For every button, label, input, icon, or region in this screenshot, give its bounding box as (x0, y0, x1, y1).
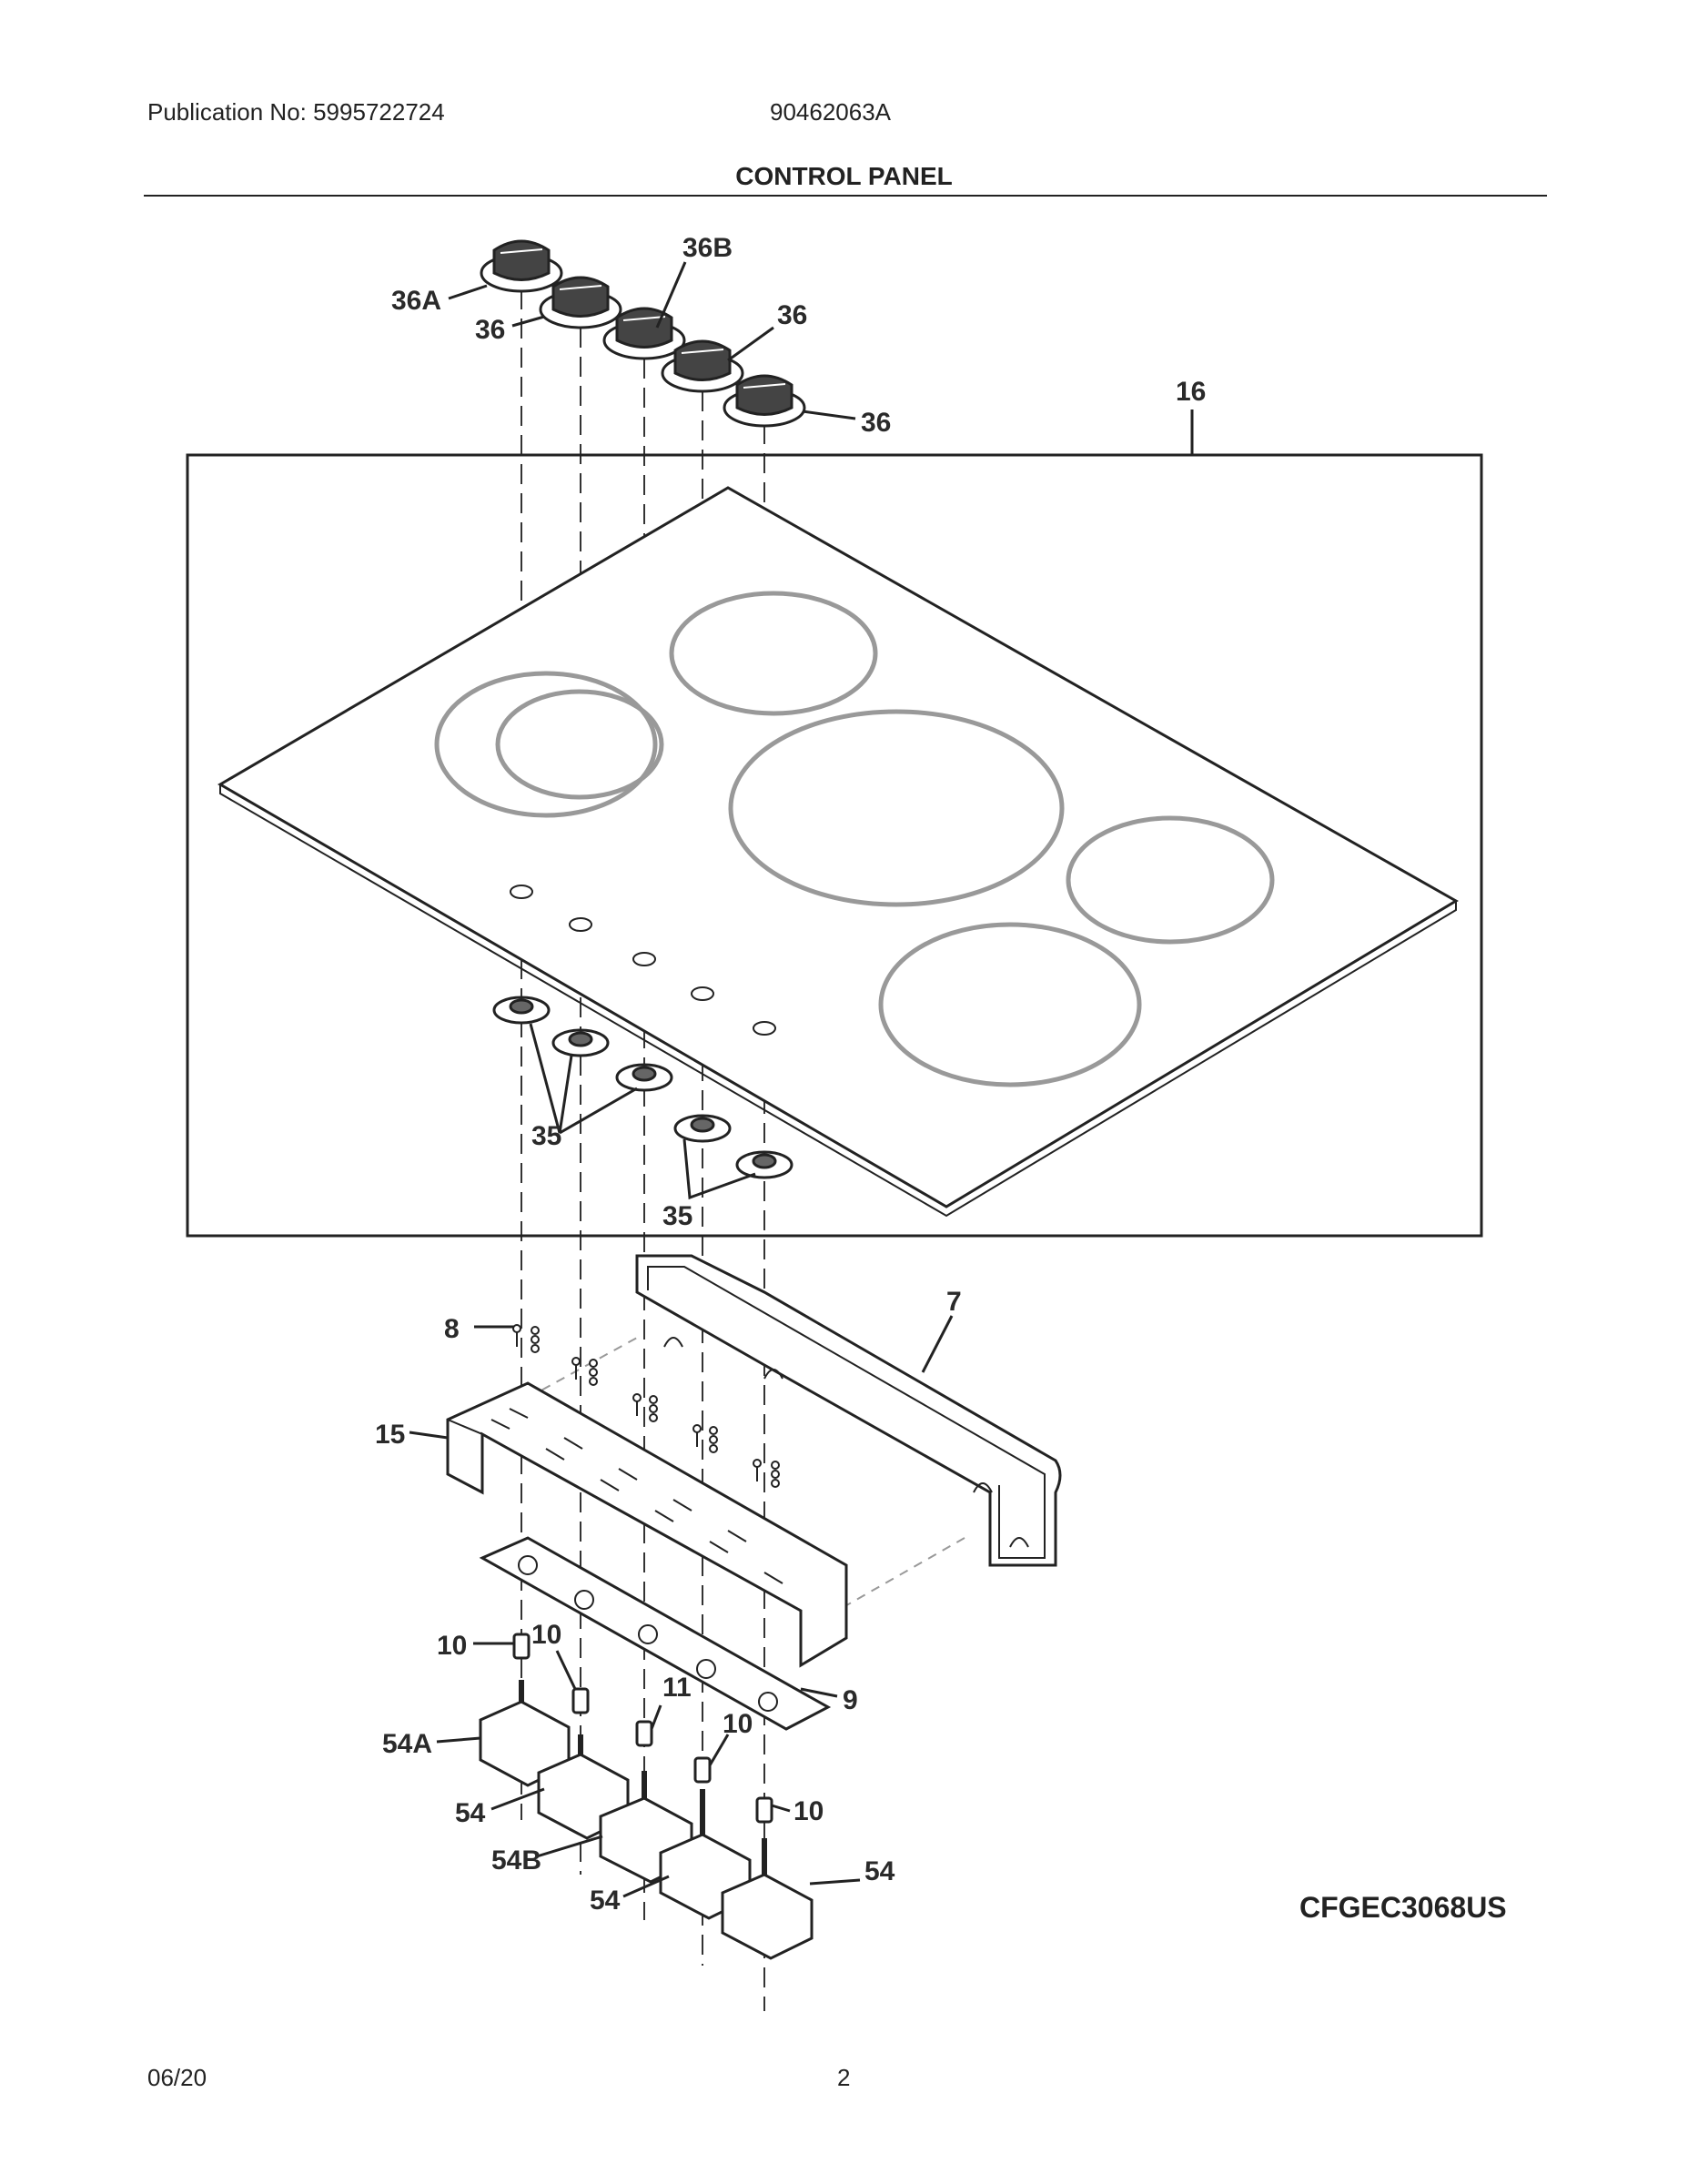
knob-group (480, 239, 806, 428)
label-10-first: 10 (437, 1631, 467, 1661)
screw (692, 1424, 702, 1447)
page-number: 2 (837, 2064, 851, 2091)
leader-lines (409, 261, 954, 1898)
knob-36b (602, 307, 686, 360)
screw (589, 1359, 598, 1386)
label-54b: 54B (491, 1845, 541, 1876)
glass-cooktop (217, 486, 1459, 1208)
label-35-second: 35 (662, 1201, 692, 1231)
spacer-10 (512, 1633, 531, 1660)
grommet (492, 996, 551, 1025)
bracket-7 (635, 1254, 1062, 1567)
plate-9 (479, 1536, 832, 1731)
plate-9-holes (518, 1555, 778, 1712)
model-number: CFGEC3068US (1299, 1891, 1507, 1924)
publication-number: Publication No: 5995722724 (147, 98, 445, 126)
callout-labels: 36A 36 36B 36 36 16 35 35 8 7 15 10 10 1… (375, 233, 1206, 1916)
grommet (673, 1114, 732, 1143)
bracket-15 (446, 1381, 848, 1668)
label-54a: 54A (382, 1729, 432, 1759)
page-title: CONTROL PANEL (735, 162, 953, 190)
grommet (551, 1028, 610, 1057)
label-54-third: 54 (864, 1856, 895, 1886)
spacer-11 (635, 1720, 653, 1747)
label-36b: 36B (682, 233, 733, 263)
grommet (615, 1063, 673, 1092)
label-36-second: 36 (777, 300, 807, 330)
spacers (512, 1633, 773, 1824)
publication-date: 06/20 (147, 2064, 207, 2091)
spacer-10 (693, 1756, 712, 1784)
screw (649, 1395, 658, 1422)
burner-rings (434, 591, 1275, 1087)
label-10-fourth: 10 (793, 1796, 824, 1826)
title-rule (144, 195, 1547, 197)
label-9: 9 (843, 1685, 858, 1715)
knob-36-first (539, 276, 622, 329)
label-36a: 36A (391, 286, 441, 316)
switches (479, 1680, 814, 1960)
label-35-first: 35 (531, 1121, 561, 1151)
spacer-10 (571, 1687, 590, 1714)
screws-8 (512, 1324, 780, 1488)
screw (512, 1324, 521, 1347)
switch-54-third (721, 1838, 814, 1960)
screw (753, 1459, 762, 1481)
label-7: 7 (946, 1287, 962, 1317)
cooktop-frame (186, 453, 1483, 1238)
screw (709, 1426, 718, 1453)
knob-36-third (723, 374, 806, 428)
spacer-10 (755, 1796, 773, 1824)
knob-36a (480, 239, 563, 293)
label-54-second: 54 (590, 1886, 621, 1916)
screw (632, 1393, 642, 1416)
grommet-leaders (529, 1023, 756, 1200)
label-10-second: 10 (531, 1620, 561, 1650)
label-10-third: 10 (723, 1709, 753, 1739)
document-number: 90462063A (770, 98, 892, 126)
knob-36-second (661, 339, 744, 393)
screw (771, 1461, 780, 1488)
label-16: 16 (1176, 377, 1206, 407)
label-36-third: 36 (861, 408, 891, 438)
screw (531, 1326, 540, 1353)
screw (571, 1357, 581, 1380)
knob-holes (510, 885, 776, 1036)
label-15: 15 (375, 1420, 405, 1450)
glass-cooktop-edge (219, 784, 1457, 1218)
label-54-first: 54 (455, 1798, 486, 1828)
grommet (735, 1150, 793, 1179)
bracket-15-slots (490, 1408, 783, 1584)
label-11: 11 (662, 1673, 692, 1703)
label-36-first: 36 (475, 315, 505, 345)
bracket-7-hidden-edges (527, 1337, 965, 1612)
grommets (492, 996, 793, 1179)
label-8: 8 (444, 1314, 460, 1344)
